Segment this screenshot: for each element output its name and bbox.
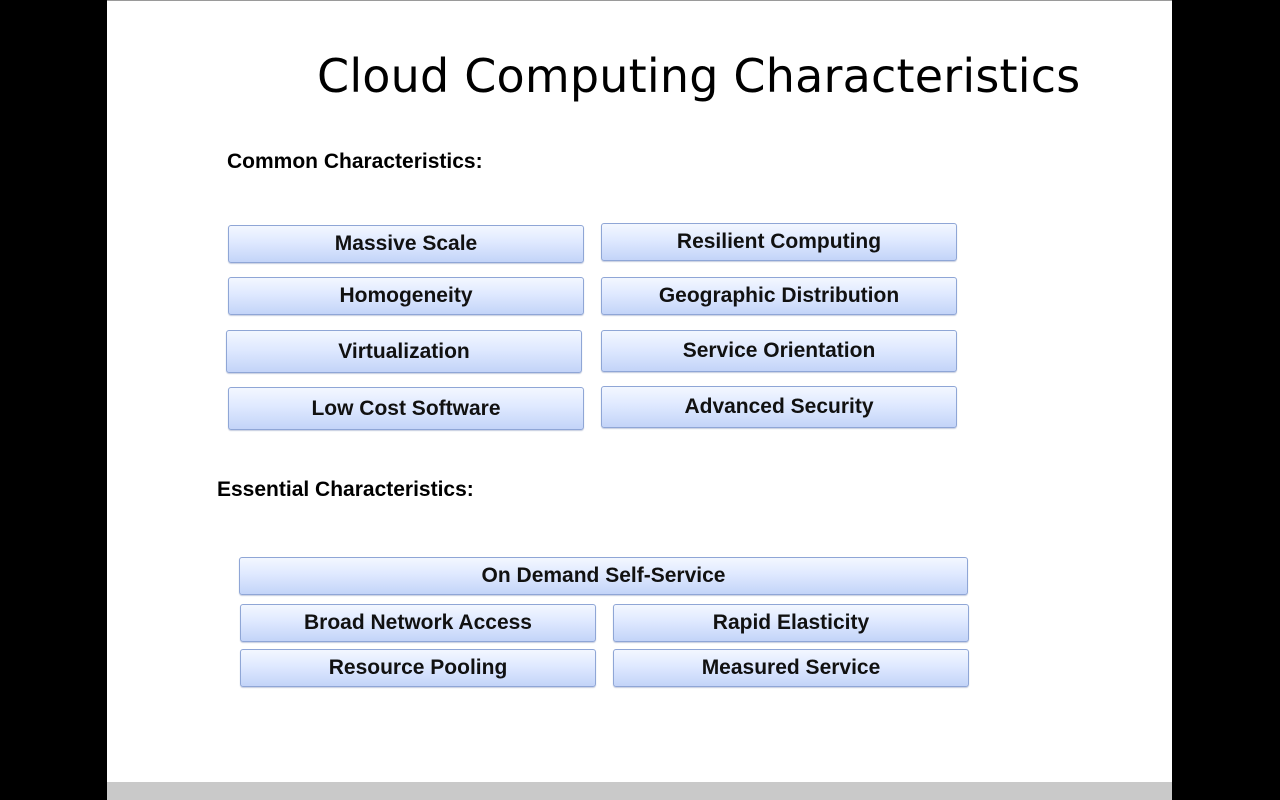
slide: Cloud Computing Characteristics Common C… (107, 0, 1172, 782)
characteristic-box-on-demand-self-service: On Demand Self-Service (239, 557, 968, 595)
characteristic-box-rapid-elasticity: Rapid Elasticity (613, 604, 969, 642)
common-characteristics-heading: Common Characteristics: (227, 150, 483, 173)
bottom-bar (107, 782, 1172, 800)
characteristic-box-measured-service: Measured Service (613, 649, 969, 687)
characteristic-box-homogeneity: Homogeneity (228, 277, 584, 315)
characteristic-box-virtualization: Virtualization (226, 330, 582, 373)
slide-title: Cloud Computing Characteristics (317, 49, 1081, 103)
characteristic-box-resilient-computing: Resilient Computing (601, 223, 957, 261)
essential-characteristics-heading: Essential Characteristics: (217, 478, 474, 501)
characteristic-box-service-orientation: Service Orientation (601, 330, 957, 372)
characteristic-box-advanced-security: Advanced Security (601, 386, 957, 428)
characteristic-box-resource-pooling: Resource Pooling (240, 649, 596, 687)
characteristic-box-low-cost-software: Low Cost Software (228, 387, 584, 430)
characteristic-box-geographic-distribution: Geographic Distribution (601, 277, 957, 315)
characteristic-box-broad-network-access: Broad Network Access (240, 604, 596, 642)
characteristic-box-massive-scale: Massive Scale (228, 225, 584, 263)
